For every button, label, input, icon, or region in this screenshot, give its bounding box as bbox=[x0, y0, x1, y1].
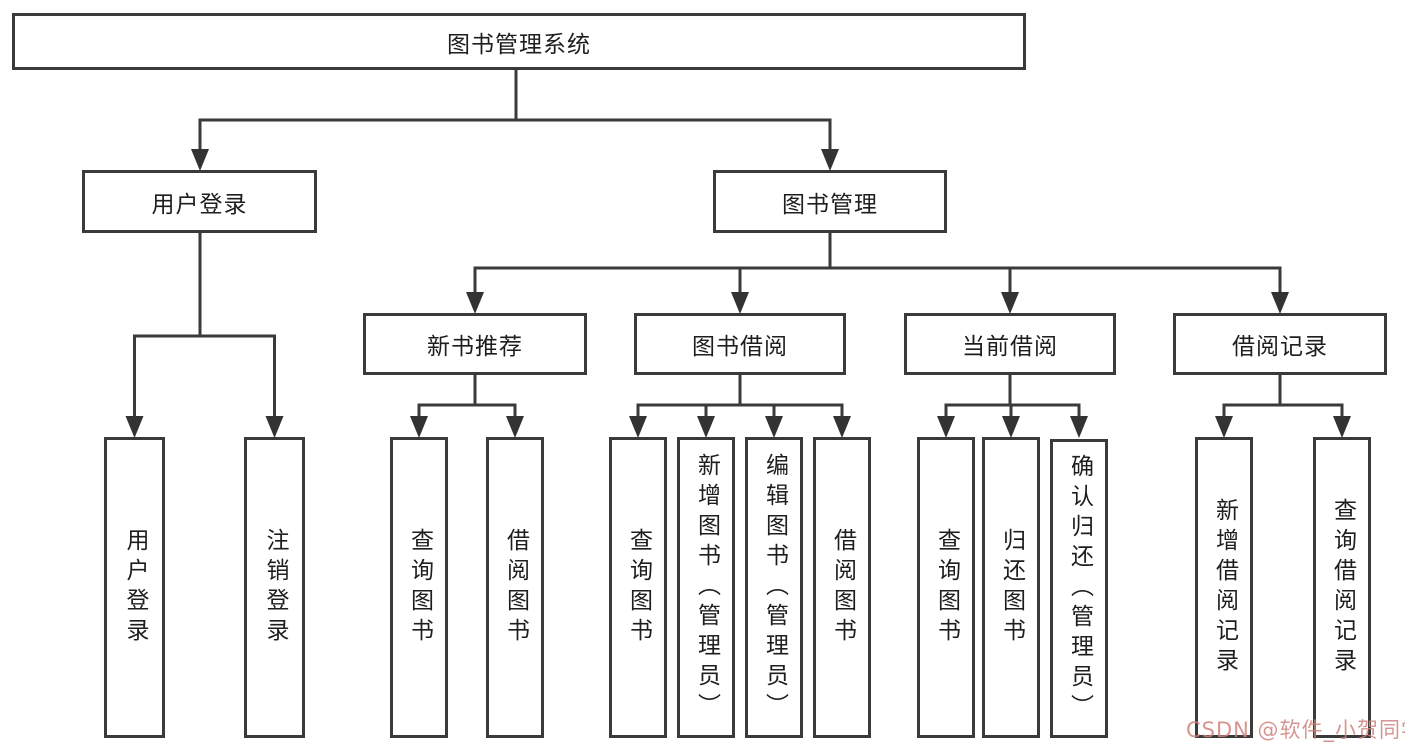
leaf-return-books: 归还图书 bbox=[982, 437, 1040, 738]
leaf-borrow-books-recommend: 借阅图书 bbox=[486, 437, 544, 738]
leaf-query-borrow-record: 查询借阅记录 bbox=[1313, 437, 1371, 738]
node-current-borrowing-label: 当前借阅 bbox=[962, 334, 1058, 360]
leaf-query-books-recommend-label: 查询图书 bbox=[406, 527, 433, 648]
node-book-management: 图书管理 bbox=[713, 170, 947, 233]
watermark: CSDN @软件_小贺同学 bbox=[1186, 718, 1405, 742]
node-book-management-label: 图书管理 bbox=[782, 191, 878, 218]
leaf-borrow-books-borrowing: 借阅图书 bbox=[813, 437, 871, 738]
leaf-query-borrow-record-label: 查询借阅记录 bbox=[1329, 497, 1356, 678]
node-book-borrowing: 图书借阅 bbox=[634, 313, 846, 375]
leaf-add-books-admin-label: 新增图书（管理员） bbox=[693, 452, 720, 723]
node-root-label: 图书管理系统 bbox=[447, 31, 591, 58]
node-book-borrowing-label: 图书借阅 bbox=[692, 334, 788, 360]
node-new-book-recommend: 新书推荐 bbox=[363, 313, 587, 375]
leaf-logout: 注销登录 bbox=[244, 437, 305, 738]
leaf-query-books-current: 查询图书 bbox=[917, 437, 975, 738]
leaf-edit-books-admin: 编辑图书（管理员） bbox=[745, 437, 803, 738]
leaf-add-books-admin: 新增图书（管理员） bbox=[677, 437, 735, 738]
node-current-borrowing: 当前借阅 bbox=[904, 313, 1116, 375]
leaf-query-books-recommend: 查询图书 bbox=[390, 437, 448, 738]
leaf-query-books-borrowing-label: 查询图书 bbox=[625, 527, 652, 648]
leaf-query-books-borrowing: 查询图书 bbox=[609, 437, 667, 738]
node-root: 图书管理系统 bbox=[12, 13, 1026, 70]
leaf-return-books-label: 归还图书 bbox=[998, 527, 1025, 648]
arrowheads bbox=[125, 149, 1351, 438]
leaf-confirm-return-admin-label: 确认归还（管理员） bbox=[1066, 453, 1093, 724]
node-borrowing-records-label: 借阅记录 bbox=[1232, 334, 1328, 360]
node-borrowing-records: 借阅记录 bbox=[1173, 313, 1387, 375]
leaf-add-borrow-record-label: 新增借阅记录 bbox=[1211, 497, 1238, 678]
leaf-query-books-current-label: 查询图书 bbox=[933, 527, 960, 648]
leaf-user-login: 用户登录 bbox=[104, 437, 165, 738]
leaf-borrow-books-recommend-label: 借阅图书 bbox=[502, 527, 529, 648]
leaf-logout-label: 注销登录 bbox=[262, 527, 288, 648]
leaf-user-login-label: 用户登录 bbox=[122, 527, 148, 648]
node-new-book-recommend-label: 新书推荐 bbox=[427, 334, 523, 360]
leaf-borrow-books-borrowing-label: 借阅图书 bbox=[829, 527, 856, 648]
leaf-add-borrow-record: 新增借阅记录 bbox=[1195, 437, 1253, 738]
leaf-confirm-return-admin: 确认归还（管理员） bbox=[1050, 439, 1108, 738]
leaf-edit-books-admin-label: 编辑图书（管理员） bbox=[761, 452, 788, 723]
node-user-login: 用户登录 bbox=[82, 170, 317, 233]
node-user-login-label: 用户登录 bbox=[151, 191, 248, 218]
